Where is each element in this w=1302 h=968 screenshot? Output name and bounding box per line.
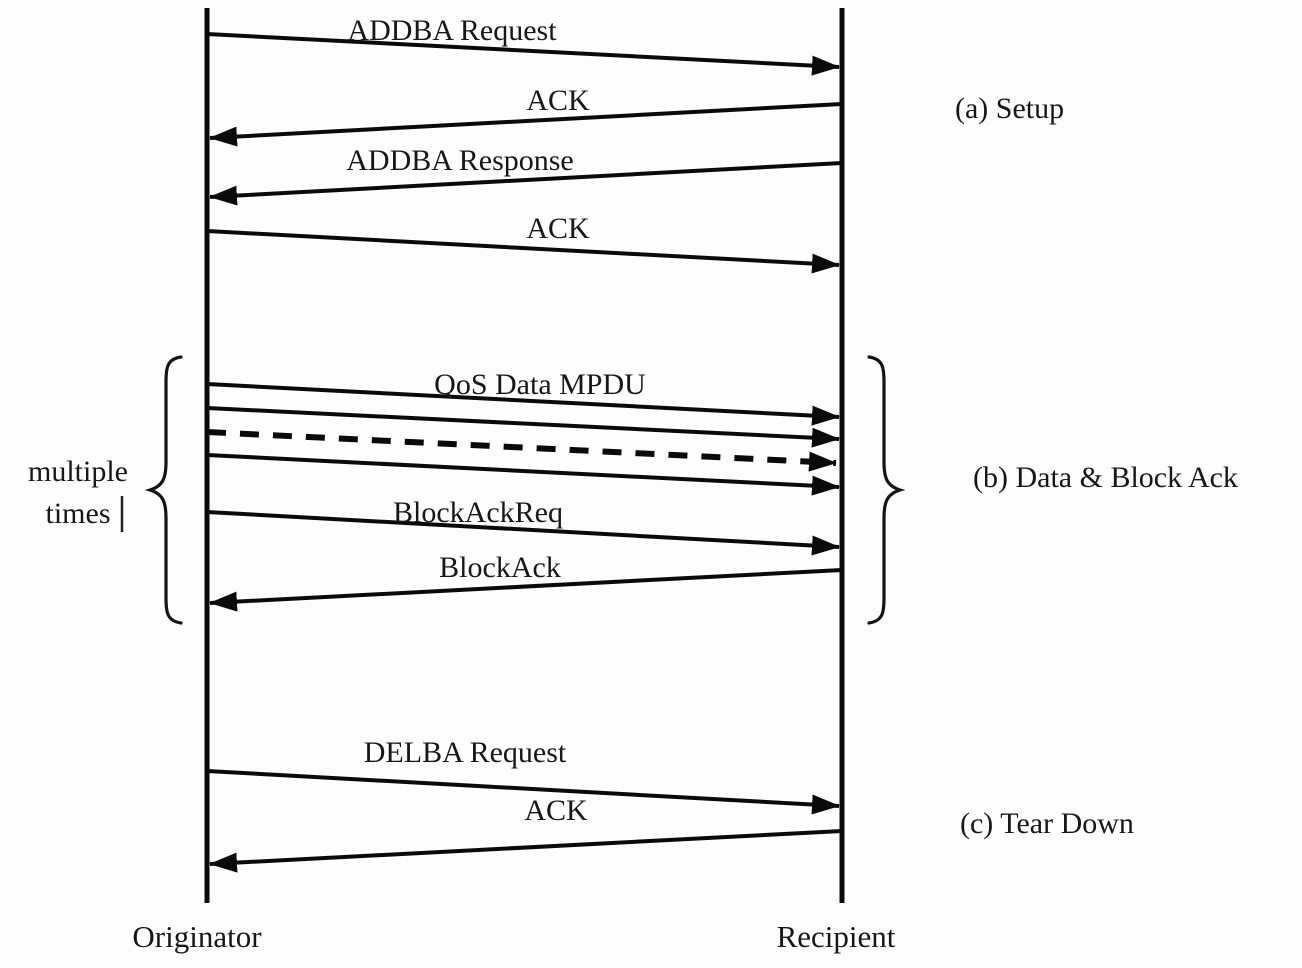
- section-tear-down: DELBA Request ACK (c) Tear Down: [206, 736, 1134, 873]
- label-addba-response: ADDBA Response: [346, 144, 574, 177]
- arrow-ack-1: [209, 102, 843, 147]
- section-label-data-block-ack: (b) Data & Block Ack: [973, 461, 1238, 494]
- label-ack-1: ACK: [526, 84, 590, 117]
- label-ack-2: ACK: [526, 212, 590, 245]
- section-setup: ADDBA Request ACK ADDBA Response ACK (a)…: [206, 14, 1064, 274]
- arrow-addba-request: [206, 32, 840, 76]
- arrow-ack-3: [209, 829, 843, 873]
- arrow-addba-response: [209, 161, 843, 206]
- arrow-ack-2: [206, 229, 840, 274]
- left-brace: [144, 355, 183, 625]
- note-times: times: [46, 497, 111, 530]
- arrow-qos-data-mpdu-ellipsis: [206, 429, 837, 472]
- arrow-qos-data-mpdu-n: [206, 453, 840, 496]
- note-multiple: multiple: [28, 455, 128, 488]
- lifeline-label-originator: Originator: [132, 919, 262, 954]
- label-ack-3: ACK: [524, 794, 588, 827]
- label-qos-data-mpdu: QoS Data MPDU: [434, 368, 646, 401]
- label-blockack: BlockAck: [439, 551, 561, 584]
- arrow-qos-data-mpdu-2: [206, 406, 840, 448]
- right-brace: [867, 355, 906, 625]
- section-label-setup: (a) Setup: [955, 92, 1064, 125]
- arrow-blockack: [209, 568, 843, 612]
- label-delba-request: DELBA Request: [364, 736, 567, 769]
- label-blockackreq: BlockAckReq: [393, 496, 563, 529]
- arrow-delba-request: [206, 769, 840, 815]
- lifeline-label-recipient: Recipient: [777, 919, 896, 954]
- arrow-qos-data-mpdu-1: [206, 382, 840, 426]
- label-addba-request: ADDBA Request: [347, 14, 557, 47]
- section-data-block-ack: QoS Data MPDU BlockAckReq BlockAck multi…: [28, 355, 1238, 625]
- section-label-tear-down: (c) Tear Down: [960, 807, 1134, 840]
- arrow-blockackreq: [206, 510, 840, 556]
